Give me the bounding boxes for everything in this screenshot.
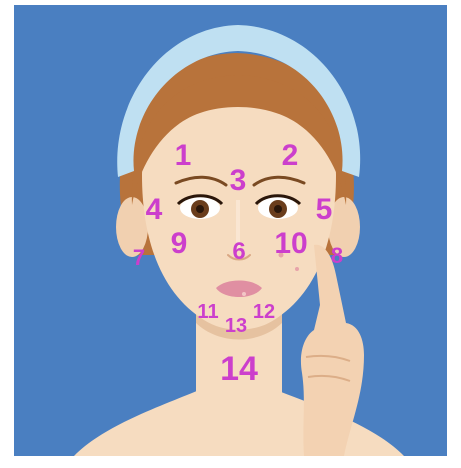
zone-label-5: 5	[316, 193, 333, 226]
zone-label-9: 9	[171, 227, 188, 260]
zone-label-2: 2	[282, 139, 299, 172]
blemish	[242, 292, 246, 296]
zone-label-3: 3	[230, 164, 247, 197]
blemish	[295, 267, 299, 271]
zone-label-4: 4	[146, 193, 163, 226]
zone-label-6: 6	[232, 238, 245, 265]
zone-label-11: 11	[197, 301, 218, 323]
zone-label-8: 8	[331, 243, 343, 268]
zone-label-10: 10	[274, 227, 307, 260]
zone-label-1: 1	[175, 139, 192, 172]
zone-label-12: 12	[253, 301, 275, 323]
zone-label-13: 13	[225, 315, 247, 337]
zone-label-14: 14	[220, 350, 258, 388]
zone-label-7: 7	[133, 245, 145, 270]
